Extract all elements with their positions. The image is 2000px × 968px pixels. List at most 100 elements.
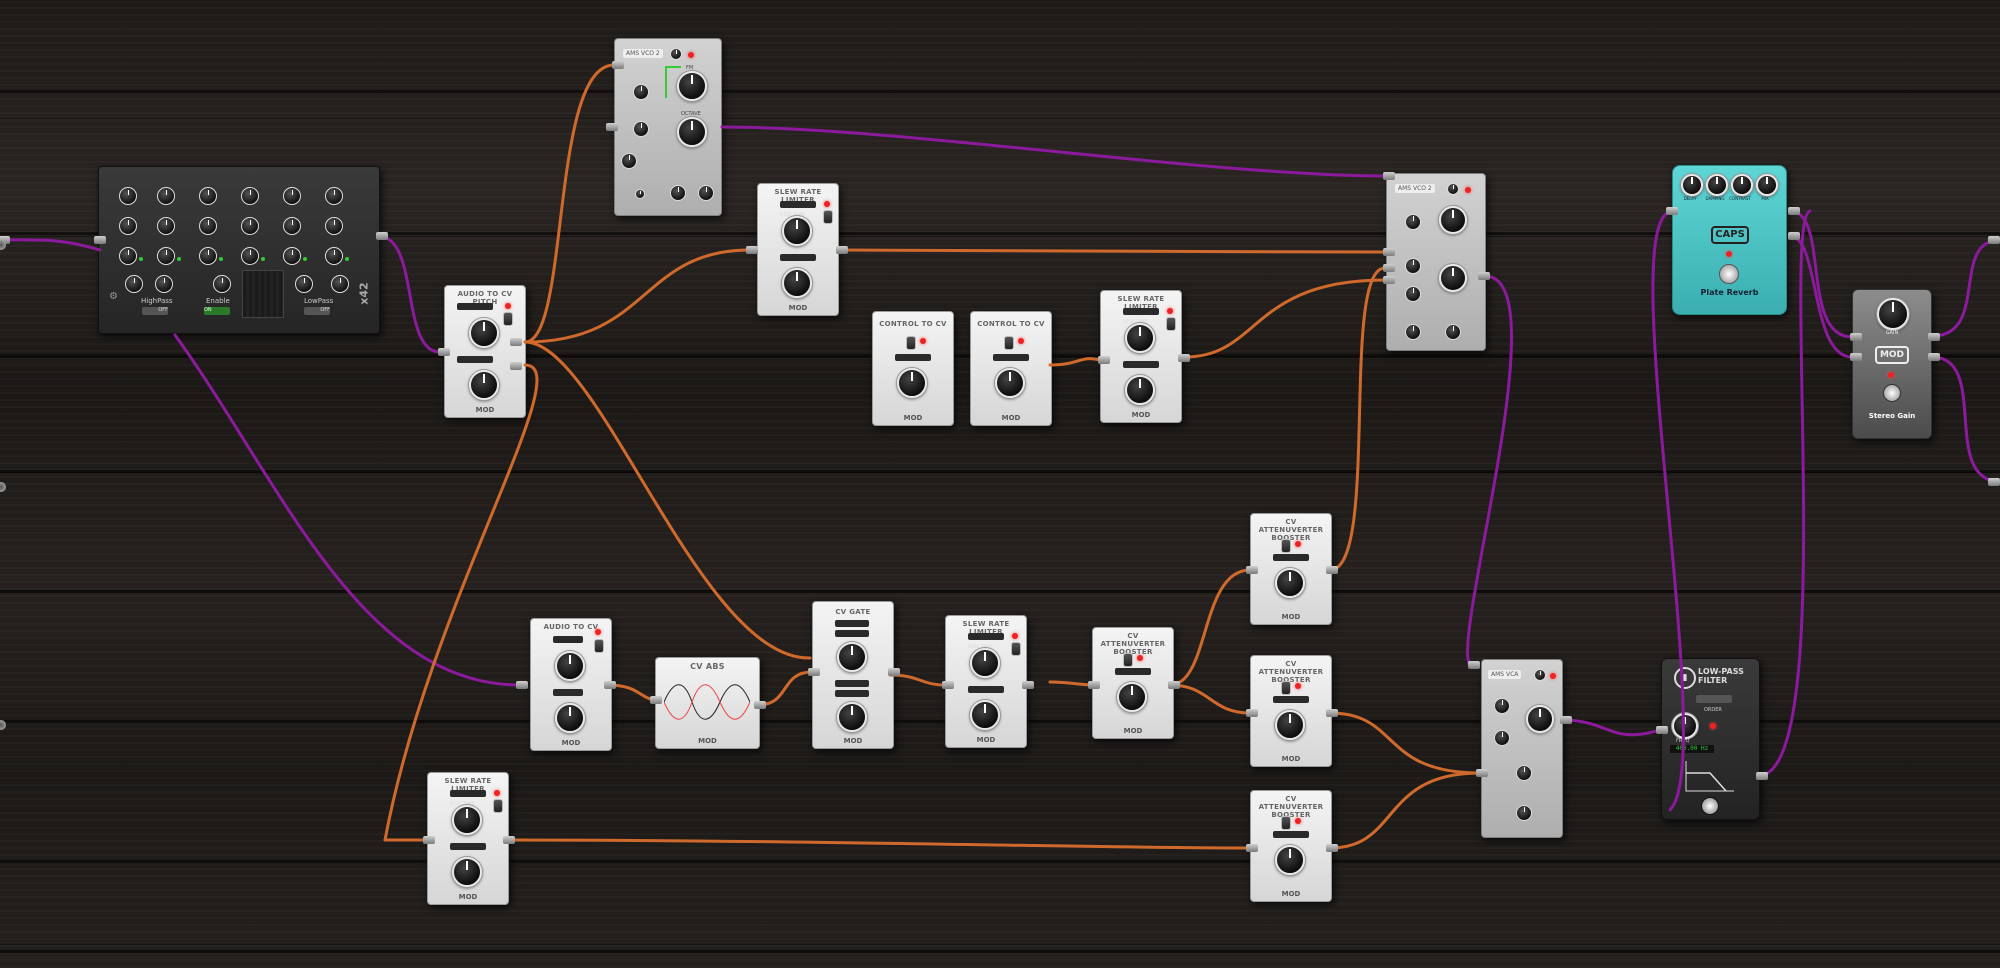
cable-jack[interactable] — [1788, 207, 1800, 215]
cv-attenuverter-booster-module[interactable]: CV ATTENUVERTER BOOSTER MOD — [1250, 513, 1332, 625]
cable-jack[interactable] — [423, 836, 435, 844]
cable-jack[interactable] — [1850, 353, 1862, 361]
slew-rate-limiter-module[interactable]: SLEW RATE LIMITER RISE TIME FALL TIME MO… — [757, 183, 839, 316]
audio-to-cv-pitch-module[interactable]: AUDIO TO CV PITCH MOD — [444, 285, 526, 418]
cable-jack[interactable] — [516, 681, 528, 689]
module-switch[interactable] — [503, 312, 513, 326]
footswitch[interactable] — [1883, 384, 1901, 402]
module-switch[interactable] — [1011, 642, 1021, 656]
cv-gate-module[interactable]: CV GATE MOD — [812, 601, 894, 749]
system-audio-port[interactable] — [0, 482, 6, 492]
ams-vco-module[interactable]: AMS VCO 2 FM OCTAVE — [614, 38, 722, 216]
module-switch[interactable] — [493, 799, 503, 813]
x42-knob[interactable] — [199, 247, 217, 265]
x42-knob[interactable] — [199, 217, 217, 235]
cable-jack[interactable] — [1022, 681, 1034, 689]
module-knob[interactable] — [635, 189, 645, 199]
cable-jack[interactable] — [1098, 356, 1110, 364]
module-knob[interactable] — [1275, 710, 1305, 740]
cable-jack[interactable] — [746, 246, 758, 254]
x42-highpass-toggle[interactable]: OFF — [142, 307, 168, 315]
cable-jack[interactable] — [650, 696, 662, 704]
fall-time-knob[interactable] — [782, 268, 812, 298]
cable-jack[interactable] — [836, 246, 848, 254]
caps-mix-knob[interactable] — [1756, 174, 1778, 196]
cv-attenuverter-booster-module[interactable]: CV ATTENUVERTER BOOSTER MOD — [1092, 627, 1174, 739]
caps-damping-knob[interactable] — [1706, 174, 1728, 196]
module-switch[interactable] — [1166, 317, 1176, 331]
x42-knob[interactable] — [241, 247, 259, 265]
module-switch[interactable] — [906, 336, 916, 350]
x42-filter-knob[interactable] — [125, 275, 143, 293]
x42-filter-knob[interactable] — [331, 275, 349, 293]
fall-time-knob[interactable] — [1125, 375, 1155, 405]
module-knob[interactable] — [995, 368, 1025, 398]
module-knob[interactable] — [1439, 206, 1467, 234]
cable-jack[interactable] — [1928, 353, 1940, 361]
cable-jack[interactable] — [1468, 661, 1480, 669]
cv-attenuverter-booster-module[interactable]: CV ATTENUVERTER BOOSTER MOD — [1250, 790, 1332, 902]
rise-time-knob[interactable] — [782, 216, 812, 246]
cable-jack[interactable] — [94, 236, 106, 244]
cable-jack[interactable] — [1088, 681, 1100, 689]
cable-jack[interactable] — [503, 836, 515, 844]
x42-knob[interactable] — [241, 217, 259, 235]
stereo-gain-pedal[interactable]: GAIN MOD Stereo Gain — [1852, 289, 1932, 439]
module-switch[interactable] — [1123, 653, 1133, 667]
caps-delay-knob[interactable] — [1681, 174, 1703, 196]
module-knob[interactable] — [1439, 264, 1467, 292]
fm-knob[interactable] — [677, 71, 707, 101]
cable-jack[interactable] — [1246, 844, 1258, 852]
module-knob[interactable] — [633, 84, 649, 100]
module-knob[interactable] — [1405, 324, 1421, 340]
x42-knob[interactable] — [157, 187, 175, 205]
slew-rate-limiter-module[interactable]: SLEW RATE LIMITER RISE TIME FALL TIME MO… — [427, 772, 509, 905]
module-knob[interactable] — [1494, 730, 1510, 746]
audio-to-cv-module[interactable]: AUDIO TO CV MOD — [530, 618, 612, 751]
x42-knob[interactable] — [283, 217, 301, 235]
cable-jack[interactable] — [510, 362, 522, 370]
module-knob[interactable] — [469, 318, 499, 348]
cable-jack[interactable] — [1666, 207, 1678, 215]
module-knob[interactable] — [698, 185, 714, 201]
module-switch[interactable] — [1281, 681, 1291, 695]
footswitch[interactable] — [1701, 797, 1719, 815]
cable-jack[interactable] — [438, 348, 450, 356]
module-knob[interactable] — [1447, 183, 1459, 195]
cable-jack[interactable] — [942, 681, 954, 689]
freq-knob[interactable] — [1672, 713, 1698, 739]
rise-time-knob[interactable] — [1125, 323, 1155, 353]
cable-jack[interactable] — [754, 701, 766, 709]
cable-jack[interactable] — [1478, 272, 1490, 280]
x42-knob[interactable] — [119, 247, 137, 265]
ams-vca-module[interactable]: AMS VCA — [1481, 659, 1563, 838]
module-knob[interactable] — [1117, 682, 1147, 712]
cable-jack[interactable] — [1850, 333, 1862, 341]
cv-attenuverter-booster-module[interactable]: CV ATTENUVERTER BOOSTER MOD — [1250, 655, 1332, 767]
module-knob[interactable] — [1275, 845, 1305, 875]
fall-time-knob[interactable] — [970, 700, 1000, 730]
cable-jack[interactable] — [1560, 716, 1572, 724]
module-switch[interactable] — [823, 210, 833, 224]
x42-knob[interactable] — [119, 217, 137, 235]
module-switch[interactable] — [1281, 816, 1291, 830]
module-knob[interactable] — [837, 642, 867, 672]
x42-knob[interactable] — [157, 247, 175, 265]
module-knob[interactable] — [1405, 286, 1421, 302]
rise-time-knob[interactable] — [970, 648, 1000, 678]
control-to-cv-module[interactable]: CONTROL TO CV MOD — [872, 311, 954, 426]
low-pass-filter-pedal[interactable]: ▮ LOW-PASS FILTER ORDER FREQ 400.00 Hz — [1661, 658, 1760, 820]
module-knob[interactable] — [1445, 324, 1461, 340]
module-knob[interactable] — [469, 370, 499, 400]
cable-jack[interactable] — [1928, 333, 1940, 341]
module-knob[interactable] — [555, 651, 585, 681]
cable-jack[interactable] — [1476, 769, 1488, 777]
slew-rate-limiter-module[interactable]: SLEW RATE LIMITER RISE TIME FALL TIME MO… — [1100, 290, 1182, 423]
x42-knob[interactable] — [325, 187, 343, 205]
cable-jack[interactable] — [888, 668, 900, 676]
x42-gear-icon[interactable]: ⚙ — [109, 291, 118, 302]
cable-jack[interactable] — [1326, 566, 1338, 574]
cable-jack[interactable] — [1788, 232, 1800, 240]
cable-jack[interactable] — [1383, 264, 1395, 272]
